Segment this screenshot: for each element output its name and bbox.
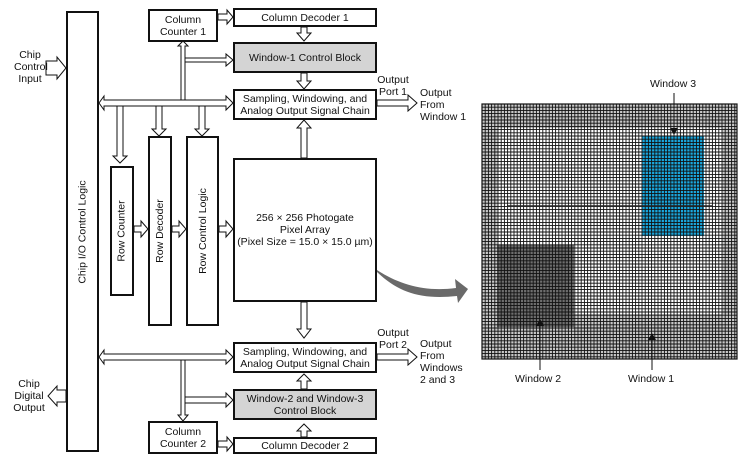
cc1-to-cd1-arrow: [217, 8, 234, 26]
column-decoder-1-block: Column Decoder 1: [233, 8, 377, 27]
output-from-windows23-label: Output From Windows 2 and 3: [420, 338, 463, 386]
bus-to-column-counter-2: [176, 359, 190, 422]
output-from-windows23-line3: Windows: [420, 362, 463, 374]
column-decoder-2-block: Column Decoder 2: [233, 437, 377, 454]
row-decoder-block: Row Decoder: [148, 136, 172, 326]
signal-chain-2-line2: Analog Output Signal Chain: [240, 357, 370, 370]
output-from-window1-line2: From: [420, 99, 445, 111]
output-port-2-label: Output Port 2: [375, 327, 411, 351]
chip-control-input-line3: Input: [18, 73, 42, 85]
column-decoder-2-label: Column Decoder 2: [261, 439, 349, 452]
column-counter-1-block: Column Counter 1: [148, 9, 218, 42]
bus-to-row-decoder: [150, 105, 168, 137]
chip-digital-output-line1: Chip: [18, 378, 40, 390]
output-from-windows23-line4: 2 and 3: [420, 374, 456, 386]
window3-leader-arrowhead: [670, 128, 678, 135]
output-from-windows23-line2: From: [420, 350, 445, 362]
row-decoder-label: Row Decoder: [154, 199, 166, 263]
column-counter-2-line1: Column: [164, 425, 202, 438]
window3-label: Window 3: [650, 78, 697, 90]
cc2-to-cd2-arrow: [217, 435, 234, 453]
array-to-chain2-arrow: [295, 301, 313, 339]
chip-digital-output-line2: Digital: [14, 390, 44, 402]
row-counter-label: Row Counter: [116, 200, 128, 262]
column-counter-2-line2: Counter 2: [159, 437, 207, 450]
chip-control-input-line2: Control: [14, 61, 48, 73]
bus-to-column-counter-1: [176, 40, 190, 101]
output-from-window1-label: Output From Window 1: [420, 87, 466, 123]
w1ctrl-to-chain1-arrow: [295, 72, 313, 90]
chip-io-control-logic-label: Chip I/O Control Logic: [76, 179, 89, 284]
output-port-1-line2: Port 1: [378, 86, 407, 98]
column-counter-2-block: Column Counter 2: [148, 421, 218, 454]
output-from-windows23-line1: Output: [420, 338, 452, 350]
window23-control-line1: Window-2 and Window-3: [246, 392, 364, 405]
pixel-array-block: 256 × 256 Photogate Pixel Array (Pixel S…: [233, 158, 377, 302]
output-port-1-label: Output Port 1: [375, 74, 411, 98]
chip-io-control-logic-block: Chip I/O Control Logic: [66, 11, 99, 452]
window1-label: Window 1: [628, 373, 675, 385]
transfer-arrow: [377, 270, 468, 303]
w23ctrl-to-chain2-arrow: [295, 373, 313, 390]
chip-control-input-label: Chip Control Input: [14, 49, 48, 85]
output-port-2-line1: Output: [377, 327, 409, 339]
signal-chain-1-line2: Analog Output Signal Chain: [240, 104, 370, 117]
window2-label: Window 2: [515, 373, 562, 385]
bus-to-row-counter: [111, 105, 129, 164]
row-control-logic-label: Row Control Logic: [196, 188, 209, 274]
output-port-2-arrow: [376, 347, 418, 367]
bus-to-row-control: [193, 105, 211, 137]
window23-control-block: Window-2 and Window-3 Control Block: [233, 389, 377, 420]
chip-control-input-arrow: [45, 55, 67, 81]
chip-control-input-line1: Chip: [19, 49, 41, 61]
window1-leader-arrowhead: [648, 333, 656, 340]
pixel-array-line1: 256 × 256 Photogate: [256, 212, 354, 224]
output-port-2-line2: Port 2: [378, 339, 407, 351]
window2-leader-arrowhead: [536, 319, 544, 326]
window1-control-block: Window-1 Control Block: [233, 42, 377, 73]
window1-control-label: Window-1 Control Block: [248, 51, 362, 64]
chip-digital-output-line3: Output: [13, 402, 45, 414]
pixel-array-line3: (Pixel Size = 15.0 × 15.0 µm): [237, 236, 373, 248]
chip-digital-output-arrow: [47, 384, 67, 408]
bottom-bus-arrow: [98, 348, 234, 366]
bus-to-window1-control: [184, 52, 234, 68]
row-counter-to-decoder-arrow: [133, 219, 149, 239]
window23-control-line2: Control Block: [273, 404, 337, 417]
row-decoder-to-control-arrow: [171, 219, 187, 239]
row-control-logic-block: Row Control Logic: [186, 136, 219, 326]
cd1-to-w1ctrl-arrow: [295, 26, 313, 42]
array-to-chain1-arrow: [295, 119, 313, 159]
pixel-grid: [481, 103, 738, 360]
chip-digital-output-label: Chip Digital Output: [12, 378, 46, 414]
grid-border: [481, 103, 738, 360]
column-counter-1-line1: Column: [164, 13, 202, 26]
output-from-window1-line3: Window 1: [420, 111, 467, 123]
signal-chain-1-line1: Sampling, Windowing, and: [242, 92, 368, 105]
pixel-array-line2: Pixel Array: [279, 224, 331, 236]
row-control-to-array-arrow: [218, 219, 234, 239]
output-port-1-arrow: [376, 93, 418, 113]
cd2-to-w23ctrl-arrow: [295, 423, 313, 438]
column-counter-1-line2: Counter 1: [159, 25, 207, 38]
signal-chain-2-line1: Sampling, Windowing, and: [242, 345, 368, 358]
signal-chain-2-block: Sampling, Windowing, and Analog Output S…: [233, 342, 377, 373]
bus-to-window23-control: [184, 391, 234, 409]
row-counter-block: Row Counter: [110, 166, 134, 296]
output-from-window1-line1: Output: [420, 87, 452, 99]
output-port-1-line1: Output: [377, 74, 409, 86]
signal-chain-1-block: Sampling, Windowing, and Analog Output S…: [233, 89, 377, 120]
column-decoder-1-label: Column Decoder 1: [261, 11, 349, 24]
